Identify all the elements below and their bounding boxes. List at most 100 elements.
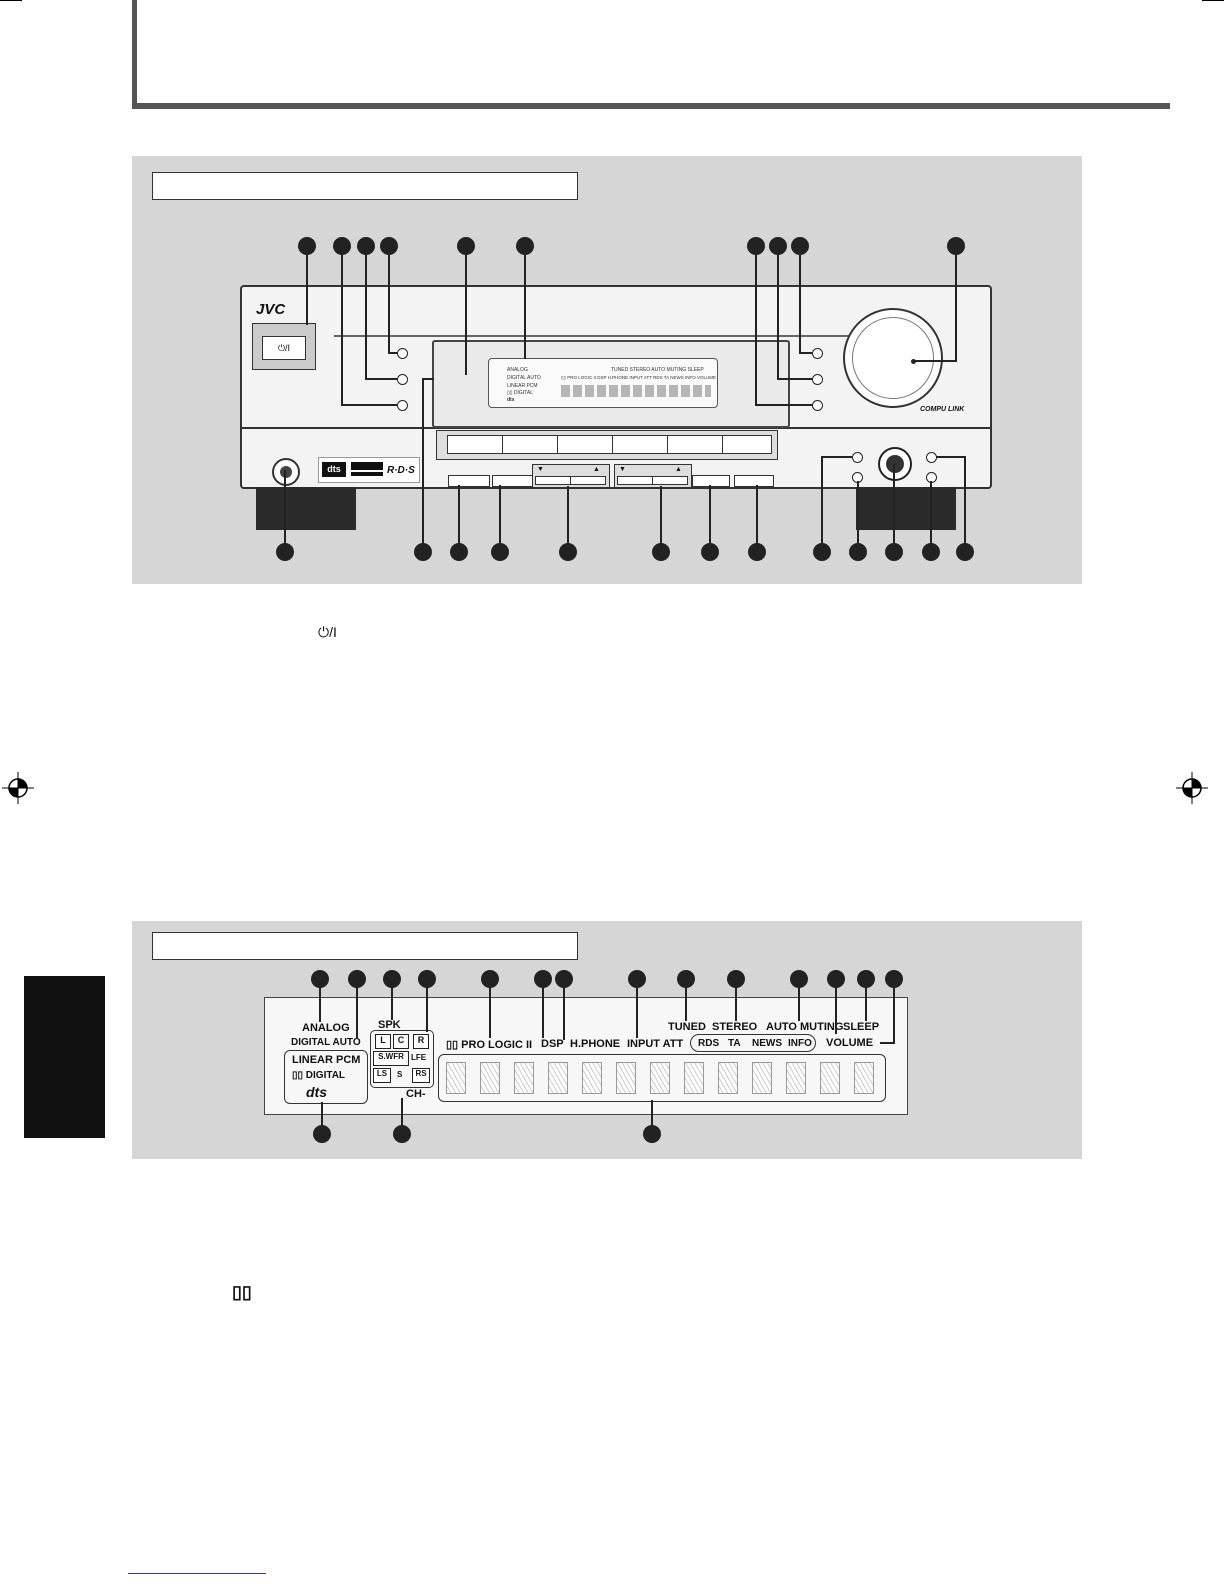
leader-line — [799, 255, 801, 353]
callout-marker — [643, 1125, 661, 1143]
leader-line — [955, 255, 957, 361]
leader-line — [777, 255, 779, 379]
control-button[interactable] — [397, 400, 408, 411]
callout-marker — [790, 970, 808, 988]
callout-marker — [885, 970, 903, 988]
down-button[interactable] — [535, 476, 571, 485]
callout-marker — [652, 543, 670, 561]
analog-indicator: ANALOG — [302, 1022, 350, 1034]
front-panel-title-box — [152, 172, 578, 200]
power-button-housing: ⏻/I — [252, 323, 316, 370]
master-volume-knob[interactable] — [843, 308, 943, 408]
leader-line — [636, 988, 638, 1038]
leader-line — [756, 485, 758, 544]
hphone-indicator: H.PHONE — [570, 1038, 621, 1050]
up-down-group: ▼ ▲ — [532, 464, 610, 488]
mini-label: ANALOG — [507, 367, 528, 373]
callout-marker — [393, 1125, 411, 1143]
down-button[interactable] — [617, 476, 653, 485]
segment-digit — [582, 1062, 602, 1094]
speaker-swfr: S.WFR — [373, 1051, 409, 1066]
speaker-ls: LS — [373, 1068, 391, 1083]
segment-digit — [480, 1062, 500, 1094]
dolby-logo — [351, 462, 383, 470]
control-button[interactable] — [852, 452, 863, 463]
compu-link-logo: COMPU LINK — [920, 406, 965, 413]
leader-line — [755, 404, 812, 406]
speaker-group — [370, 1030, 434, 1088]
down-icon: ▼ — [619, 466, 626, 473]
segment-digit — [650, 1062, 670, 1094]
up-button[interactable] — [652, 476, 688, 485]
registration-mark-left — [2, 772, 34, 804]
mini-label: dts — [507, 397, 515, 403]
leader-line — [777, 378, 812, 380]
tuned-indicator: TUNED — [668, 1021, 706, 1033]
leader-line — [835, 988, 837, 1034]
dolby-digital-indicator: ▯▯ DIGITAL — [292, 1070, 346, 1081]
leader-line — [319, 988, 321, 1022]
leader-line — [880, 1042, 895, 1044]
source-button[interactable] — [722, 435, 772, 454]
brand-logo: JVC — [256, 301, 286, 318]
up-down-group: ▼ ▲ — [614, 464, 692, 488]
leader-line — [567, 486, 569, 544]
leader-line — [391, 988, 393, 1020]
leader-line — [936, 456, 966, 458]
mini-label: LINEAR PCM — [507, 383, 538, 389]
source-button[interactable] — [447, 435, 504, 454]
crop-mark-tr — [1202, 0, 1224, 1]
control-button[interactable] — [812, 348, 823, 359]
leader-line — [524, 255, 526, 359]
display-window-title-box — [152, 932, 578, 960]
source-button[interactable] — [612, 435, 669, 454]
source-button[interactable] — [667, 435, 724, 454]
callout-marker — [380, 237, 398, 255]
leader-line — [365, 255, 367, 379]
leader-line — [709, 485, 711, 544]
control-button[interactable] — [397, 374, 408, 385]
source-button[interactable] — [502, 435, 559, 454]
control-button[interactable] — [812, 374, 823, 385]
control-button[interactable] — [397, 348, 408, 359]
control-button[interactable] — [448, 475, 490, 487]
callout-marker — [677, 970, 695, 988]
registration-mark-right — [1176, 772, 1208, 804]
power-button[interactable]: ⏻/I — [262, 336, 306, 360]
control-button[interactable] — [734, 475, 774, 487]
leader-line — [964, 456, 966, 544]
leader-line — [542, 988, 544, 1038]
rds-group — [690, 1034, 816, 1052]
callout-marker — [333, 237, 351, 255]
leader-line — [798, 988, 800, 1021]
right-foot — [856, 487, 956, 530]
leader-line — [458, 485, 460, 544]
leader-line — [388, 352, 397, 354]
info-indicator: INFO — [788, 1038, 812, 1049]
segment-digit — [718, 1062, 738, 1094]
leader-line — [912, 360, 957, 362]
lfe-indicator: LFE — [411, 1053, 427, 1062]
control-button[interactable] — [692, 475, 730, 487]
callout-marker — [418, 970, 436, 988]
pro-logic-indicator: ▯▯ PRO LOGIC II — [446, 1039, 533, 1051]
leader-line — [857, 481, 859, 544]
segment-digit — [684, 1062, 704, 1094]
up-button[interactable] — [570, 476, 606, 485]
leader-line — [893, 464, 895, 544]
leader-line — [499, 485, 501, 544]
segment-digit — [616, 1062, 636, 1094]
segment-digit — [752, 1062, 772, 1094]
leader-line — [284, 470, 286, 544]
leader-line — [388, 255, 390, 353]
speaker-r: R — [413, 1034, 429, 1049]
callout-marker — [383, 970, 401, 988]
source-button[interactable] — [557, 435, 614, 454]
callout-marker — [276, 543, 294, 561]
control-button[interactable] — [812, 400, 823, 411]
multi-jog-knob[interactable] — [878, 447, 912, 481]
phones-jack[interactable] — [272, 458, 300, 486]
leader-line — [821, 456, 823, 544]
crop-mark-tl — [0, 0, 22, 1]
speaker-l: L — [375, 1034, 391, 1049]
